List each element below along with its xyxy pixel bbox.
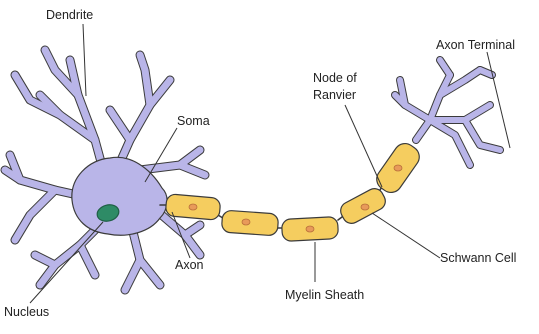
schwann-nucleus	[394, 165, 402, 171]
node-of-ranvier-label-line1: Node of	[313, 71, 357, 86]
nucleus-label: Nucleus	[4, 305, 49, 320]
neuron-cell	[5, 50, 500, 290]
soma-leader	[145, 128, 177, 182]
schwann-nucleus	[189, 204, 197, 210]
schwann-nucleus	[306, 226, 314, 232]
myelin-sheath-label: Myelin Sheath	[285, 288, 364, 303]
schwann-cell-label: Schwann Cell	[440, 251, 516, 266]
axon-label: Axon	[175, 258, 204, 273]
schwann-nucleus	[361, 204, 369, 210]
soma-label: Soma	[177, 114, 210, 129]
dendrite-leader	[83, 24, 86, 96]
schwann-cell-leader	[372, 213, 440, 258]
axon-terminal-label: Axon Terminal	[436, 38, 515, 53]
schwann-nucleus	[242, 219, 250, 225]
node-of-ranvier-label-line2: Ranvier	[313, 88, 356, 103]
axon-terminal-leader	[487, 52, 510, 148]
dendrite-label: Dendrite	[46, 8, 93, 23]
node-of-ranvier-leader	[345, 105, 382, 187]
